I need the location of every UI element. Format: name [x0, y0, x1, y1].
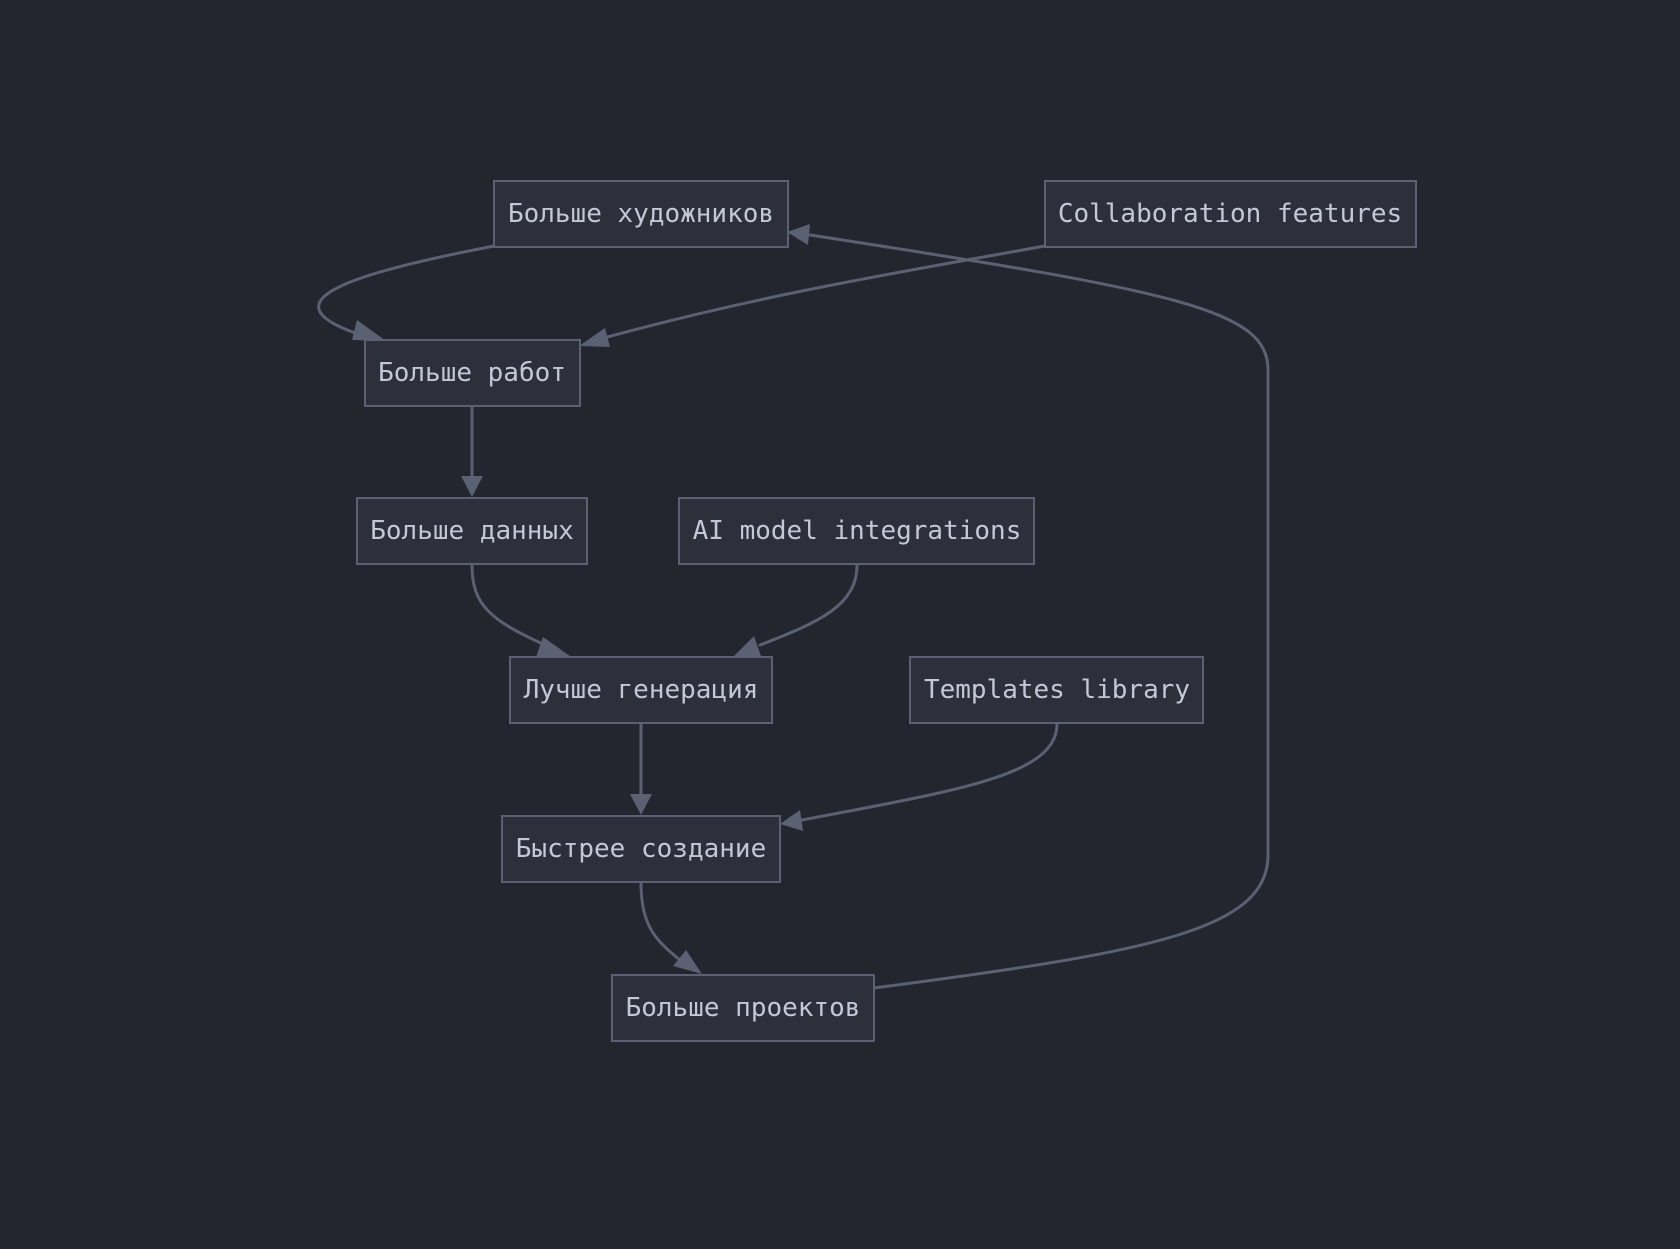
edge-data-to-generation [470, 563, 547, 647]
node-collab[interactable]: Collaboration features [1044, 180, 1417, 248]
node-works[interactable]: Больше работ [364, 339, 581, 407]
node-label: Больше проектов [626, 993, 861, 1023]
node-generation[interactable]: Лучше генерация [509, 656, 773, 724]
node-artists[interactable]: Больше художников [493, 180, 789, 248]
nodes: Больше художников Collaboration features… [356, 180, 1417, 1042]
arrowhead-creation-from-generation [630, 794, 652, 815]
arrowhead-works-from-artists [352, 320, 386, 341]
edge-creation-to-projects [639, 881, 682, 962]
node-label: Больше данных [370, 516, 574, 546]
edges [317, 224, 1270, 990]
node-label: AI model integrations [693, 516, 1022, 546]
node-creation[interactable]: Быстрее создание [501, 815, 781, 883]
node-data[interactable]: Больше данных [356, 497, 588, 565]
node-label: Больше работ [378, 358, 566, 388]
node-label: Collaboration features [1058, 199, 1402, 229]
node-projects[interactable]: Больше проектов [611, 974, 875, 1042]
edge-templates-to-creation [800, 722, 1059, 822]
edge-projects-to-artists [808, 233, 1270, 990]
arrowhead-works-from-collab [579, 328, 610, 347]
node-label: Templates library [924, 675, 1190, 705]
node-label: Быстрее создание [516, 834, 766, 864]
edge-artists-to-works [317, 244, 496, 336]
arrowhead-artists-from-projects [787, 224, 810, 245]
edge-collab-to-works [598, 244, 1047, 341]
arrowhead-creation-from-templates [780, 810, 803, 831]
node-ai[interactable]: AI model integrations [678, 497, 1035, 565]
arrowhead-generation-from-data [536, 637, 570, 657]
edge-ai-to-generation [758, 563, 859, 647]
node-label: Больше художников [508, 199, 774, 229]
node-templates[interactable]: Templates library [909, 656, 1204, 724]
arrowhead-data-from-works [461, 476, 483, 497]
arrowhead-generation-from-ai [734, 636, 761, 656]
arrowhead-projects-from-creation [673, 950, 702, 974]
node-label: Лучше генерация [524, 675, 759, 705]
